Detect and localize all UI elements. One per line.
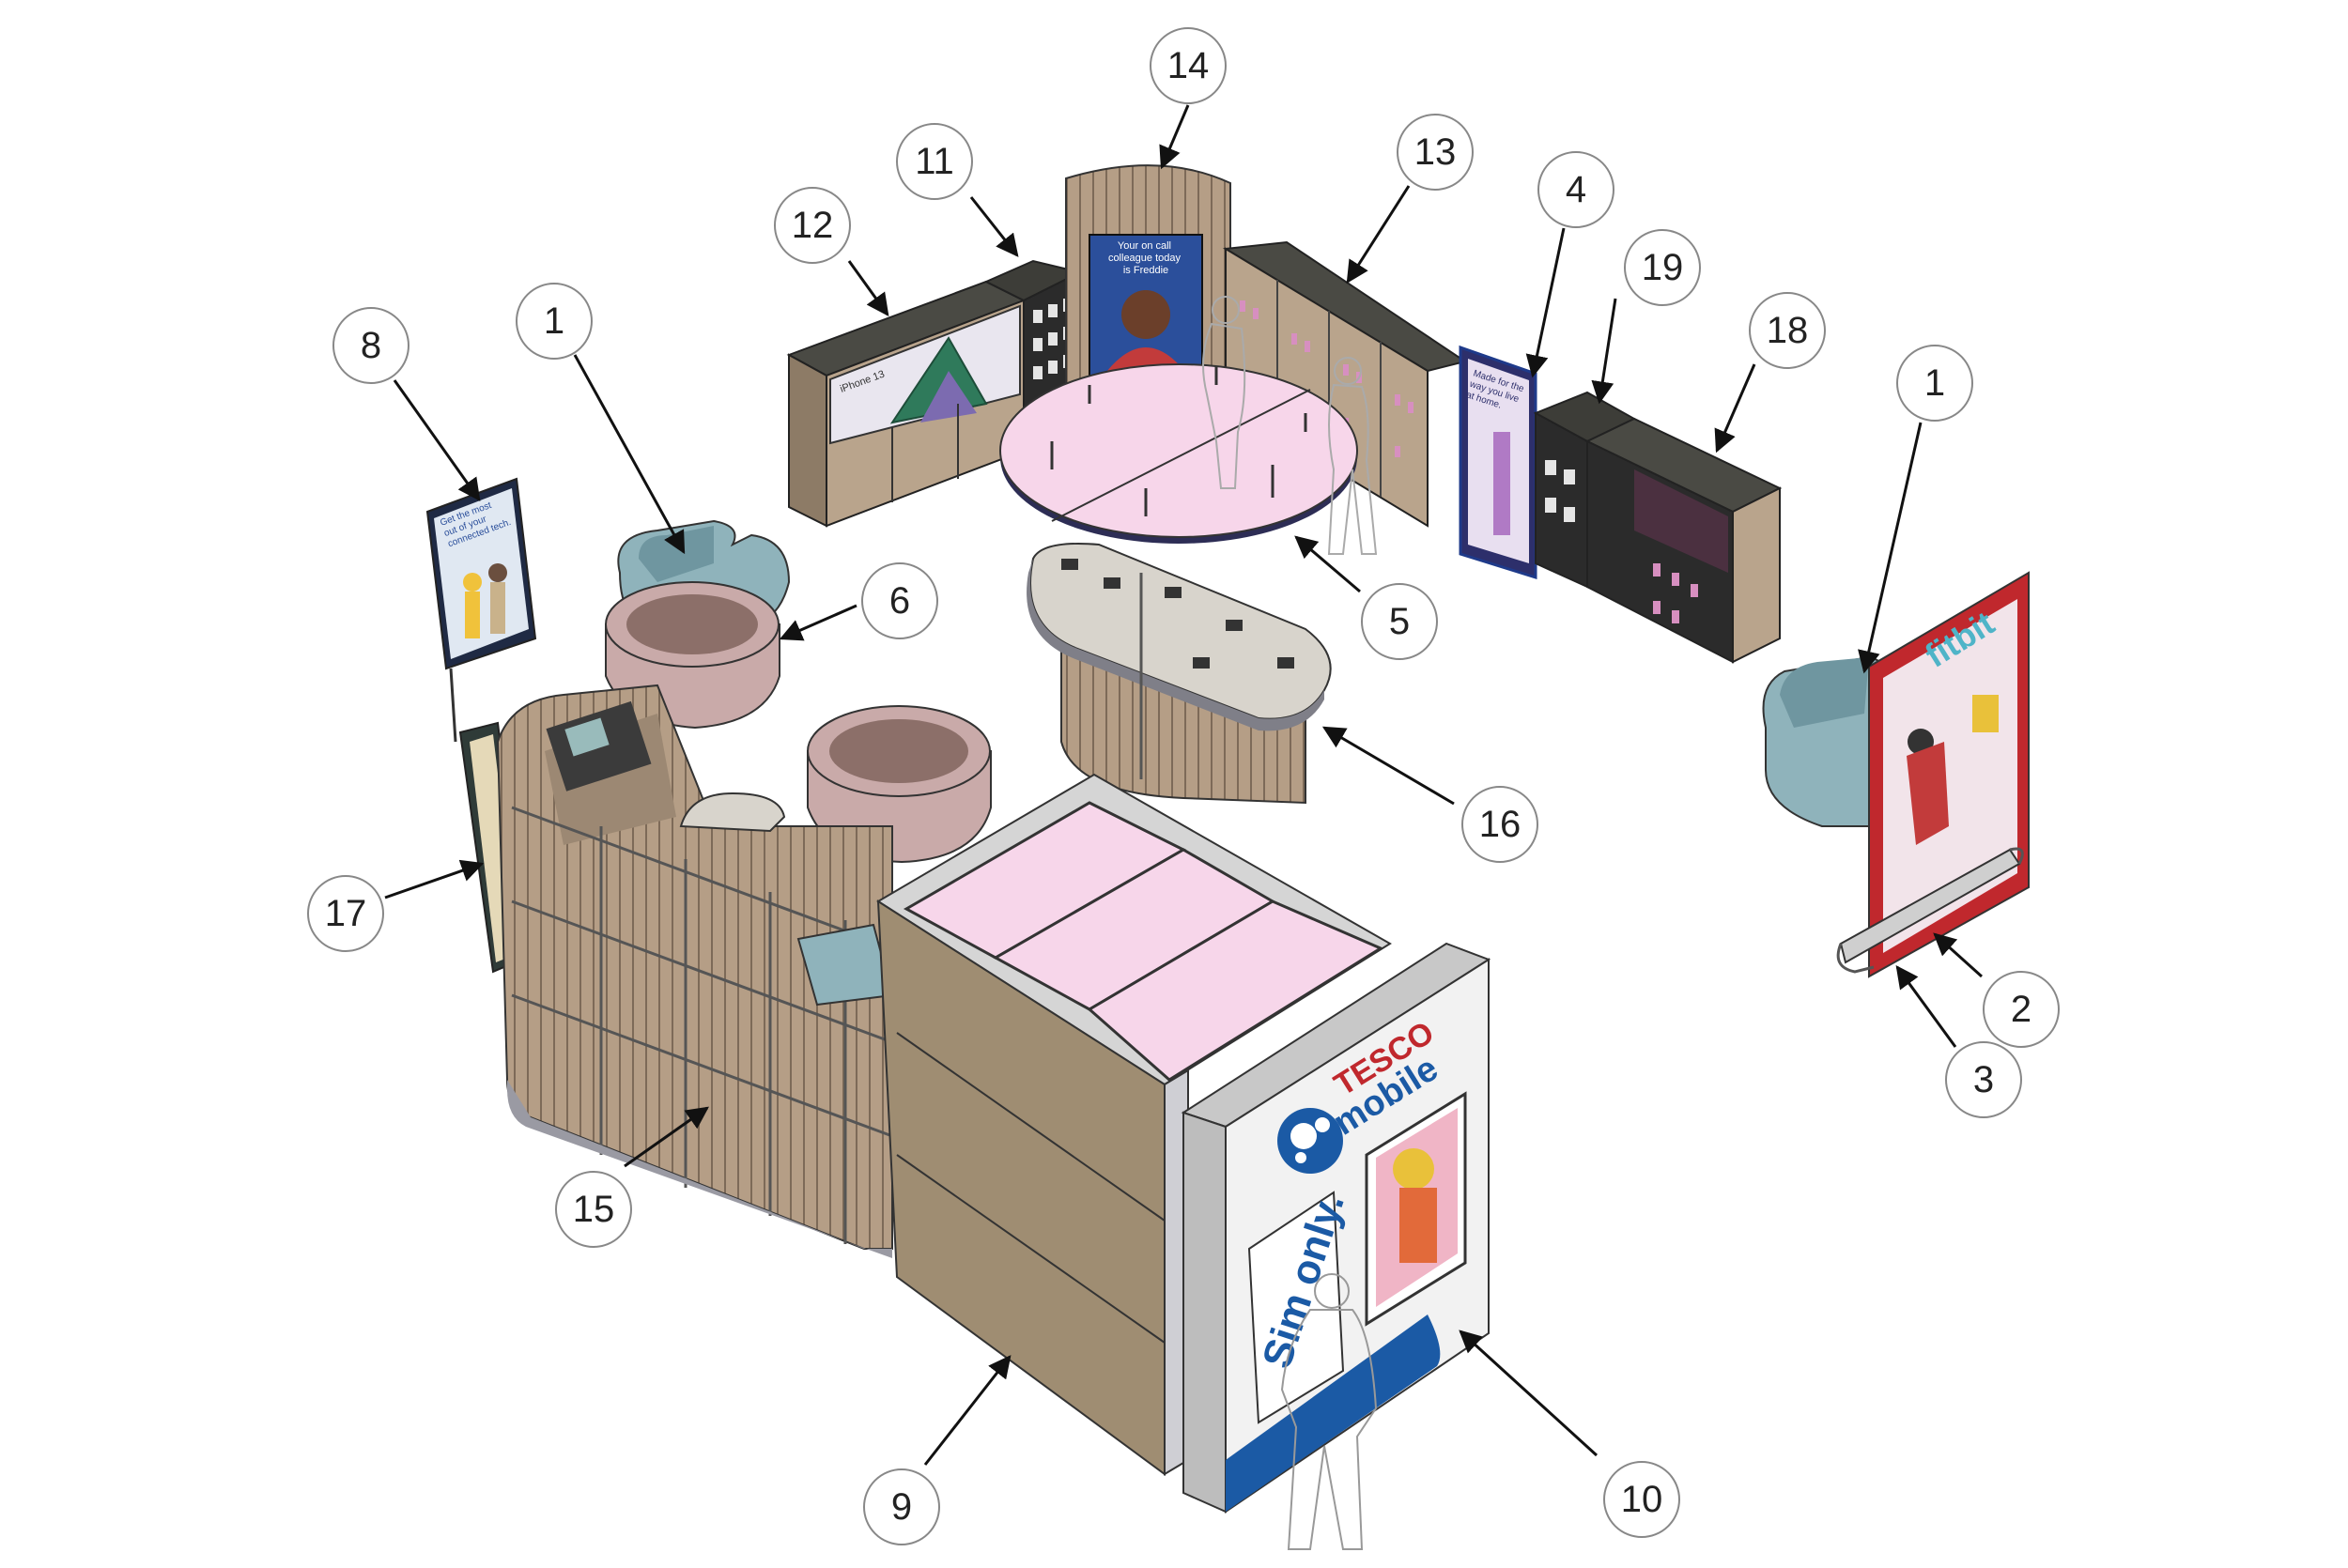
leader-4 (1525, 227, 1566, 378)
leader-19 (1591, 298, 1617, 405)
callout-11: 11 (896, 123, 973, 200)
leader-12 (847, 260, 889, 316)
leader-10 (1459, 1330, 1599, 1457)
leader-1-left (573, 354, 686, 555)
person-outline-back (1202, 296, 1378, 555)
callout-label: 6 (889, 580, 910, 622)
callout-label: 12 (792, 205, 834, 246)
leader-3 (1895, 965, 1957, 1048)
poster-stand-8: Get the most out of your connected tech. (425, 477, 537, 743)
leader-14 (1159, 104, 1190, 170)
leader-2 (1933, 932, 1984, 978)
callout-label: 5 (1389, 601, 1410, 642)
callout-label: 17 (325, 893, 367, 934)
tesco-mobile-panel-10: TESCO mobile Sim only. (1181, 942, 1491, 1514)
callout-19: 19 (1624, 229, 1701, 306)
callout-1-right: 1 (1896, 345, 1973, 422)
callout-label: 4 (1566, 169, 1586, 210)
leader-1-right (1858, 422, 1923, 674)
callout-label: 18 (1767, 310, 1809, 351)
callout-6: 6 (861, 562, 938, 639)
wall-unit-12: iPhone 13 (786, 280, 1027, 528)
bench-seat-1-right (1762, 655, 1890, 827)
leader-11 (969, 196, 1019, 257)
callout-label: 15 (573, 1189, 615, 1230)
callout-label: 11 (915, 141, 954, 182)
callout-13: 13 (1397, 114, 1474, 191)
callout-2: 2 (1983, 971, 2060, 1048)
callout-label: 13 (1414, 131, 1457, 173)
callout-leader-lines (384, 104, 1984, 1466)
callout-label: 3 (1973, 1059, 1994, 1100)
leader-8 (393, 379, 481, 501)
leader-6 (779, 604, 857, 641)
callout-3: 3 (1945, 1041, 2022, 1118)
callout-16: 16 (1461, 786, 1538, 863)
person-outline-front (1280, 1273, 1378, 1550)
leader-13 (1346, 185, 1411, 284)
table-5 (999, 363, 1358, 544)
callout-9: 9 (863, 1468, 940, 1545)
leader-16 (1321, 726, 1455, 806)
callout-10: 10 (1603, 1461, 1680, 1538)
callout-4: 4 (1537, 151, 1614, 228)
leader-5 (1294, 535, 1361, 593)
callout-1-left: 1 (516, 283, 593, 360)
callout-label: 8 (361, 325, 381, 366)
home-poster-4: Made for the way you live at home. (1459, 345, 1537, 580)
callout-label: 9 (891, 1486, 912, 1528)
callout-12: 12 (774, 187, 851, 264)
callout-18: 18 (1749, 292, 1826, 369)
leader-18 (1714, 363, 1756, 453)
callout-15: 15 (555, 1171, 632, 1248)
callout-5: 5 (1361, 583, 1438, 660)
display-counter-16 (1027, 543, 1332, 805)
callout-label: 10 (1621, 1479, 1663, 1520)
callout-label: 19 (1642, 247, 1684, 288)
callout-label: 2 (2011, 989, 2031, 1030)
leader-9 (923, 1355, 1012, 1466)
callout-label: 16 (1479, 804, 1522, 845)
fitbit-banner-stand: fitbit (1836, 571, 2030, 978)
callout-label: 14 (1167, 45, 1210, 86)
callout-label: 1 (544, 300, 564, 342)
leader-17 (384, 859, 485, 899)
wall-unit-18 (1584, 417, 1783, 664)
leader-15 (624, 1106, 709, 1168)
wall-unit-13 (1222, 240, 1468, 528)
consultation-desk-15 (496, 684, 894, 1258)
freddie-poster-text: Your on call colleague today is Freddie (1108, 240, 1183, 276)
callout-14: 14 (1150, 27, 1227, 104)
callout-label: 1 (1924, 362, 1945, 404)
callout-17: 17 (307, 875, 384, 952)
callout-8: 8 (332, 307, 409, 384)
kiosk-unit-9 (876, 773, 1392, 1476)
